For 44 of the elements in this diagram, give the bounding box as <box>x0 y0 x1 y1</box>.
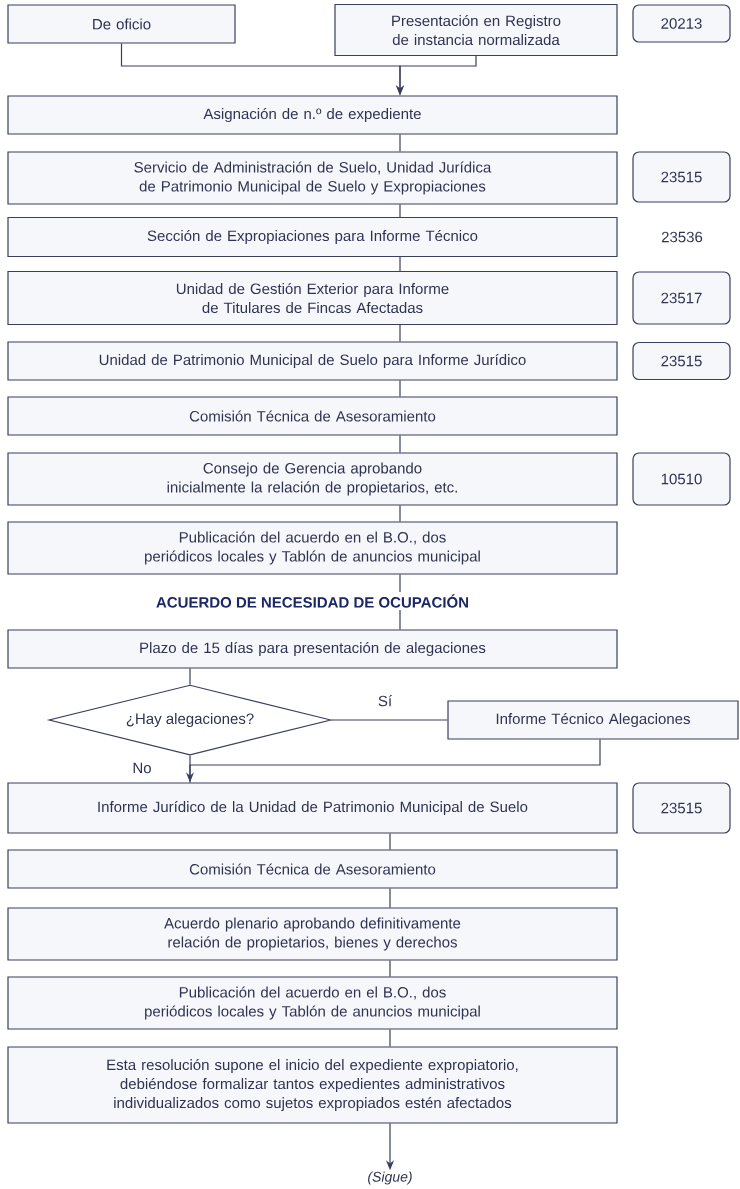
process-box: Asignación de n.º de expediente <box>7 95 618 135</box>
connector-line <box>399 435 401 453</box>
process-box: Sección de Expropiaciones para Informe Técnico <box>7 216 618 258</box>
process-box: De oficio <box>7 4 236 44</box>
process-box: Acuerdo plenario aprobando definitivamente relación de propietarios, bienes y derechos <box>7 907 618 961</box>
process-box: Plazo de 15 días para presentación de alegaciones <box>7 629 618 669</box>
code-box: 10510 <box>632 452 731 506</box>
process-box: Informe Jurídico de la Unidad de Patrimonio Municipal de Suelo <box>7 782 618 834</box>
connector-line <box>331 719 448 721</box>
process-box: Publicación del acuerdo en el B.O., dos periódicos locales y Tablón de anuncios municipal <box>7 976 618 1030</box>
process-box: Comisión Técnica de Asesoramiento <box>7 849 618 889</box>
connector-line <box>389 833 391 850</box>
process-box: Publicación del acuerdo en el B.O., dos periódicos locales y Tablón de anuncios municipal <box>7 521 618 575</box>
code-box: 20213 <box>632 4 731 43</box>
connector-line <box>189 755 191 783</box>
process-box: Presentación en Registro de instancia normalizada <box>334 3 618 57</box>
connector-line <box>389 888 391 908</box>
process-box: Unidad de Patrimonio Municipal de Suelo para Informe Jurídico <box>7 341 618 381</box>
connector-line <box>399 204 401 218</box>
code-number: 23536 <box>661 231 703 243</box>
code-box: 23515 <box>632 151 731 203</box>
process-box: Consejo de Gerencia aprobando inicialmente la relación de propietarios, etc. <box>7 452 618 506</box>
connector-line <box>189 668 191 685</box>
process-box: Esta resolución supone el inicio del expediente expropiatorio, debiéndose formalizar tantos expedientes administrativos individualizados como sujetos expropiados estén afectados <box>7 1046 618 1124</box>
connector-line <box>389 1029 391 1047</box>
connector-line <box>399 256 401 272</box>
code-box: 23517 <box>632 271 731 325</box>
edge-label: Sí <box>376 693 394 708</box>
code-box: 23515 <box>632 341 731 381</box>
code-box: 23515 <box>632 782 731 834</box>
connector-line <box>399 574 401 593</box>
section-heading: ACUERDO DE NECESIDAD DE OCUPACIÓN <box>156 594 468 608</box>
continuation-note: (Sigue) <box>368 1171 412 1185</box>
connector-line <box>399 380 401 397</box>
edge-label: No <box>130 761 154 775</box>
connector-line <box>399 609 401 630</box>
process-box: Informe Técnico Alegaciones <box>447 700 739 740</box>
connector-line <box>399 324 401 342</box>
process-box: Comisión Técnica de Asesoramiento <box>7 396 618 436</box>
connector-line <box>399 505 401 522</box>
process-box: Unidad de Gestión Exterior para Informe de Titulares de Fincas Afectadas <box>7 270 618 326</box>
process-box: Servicio de Administración de Suelo, Unidad Jurídica de Patrimonio Municipal de Suelo y Expropiaciones <box>7 151 618 205</box>
connector-line <box>399 134 401 152</box>
connector-line <box>389 960 391 977</box>
